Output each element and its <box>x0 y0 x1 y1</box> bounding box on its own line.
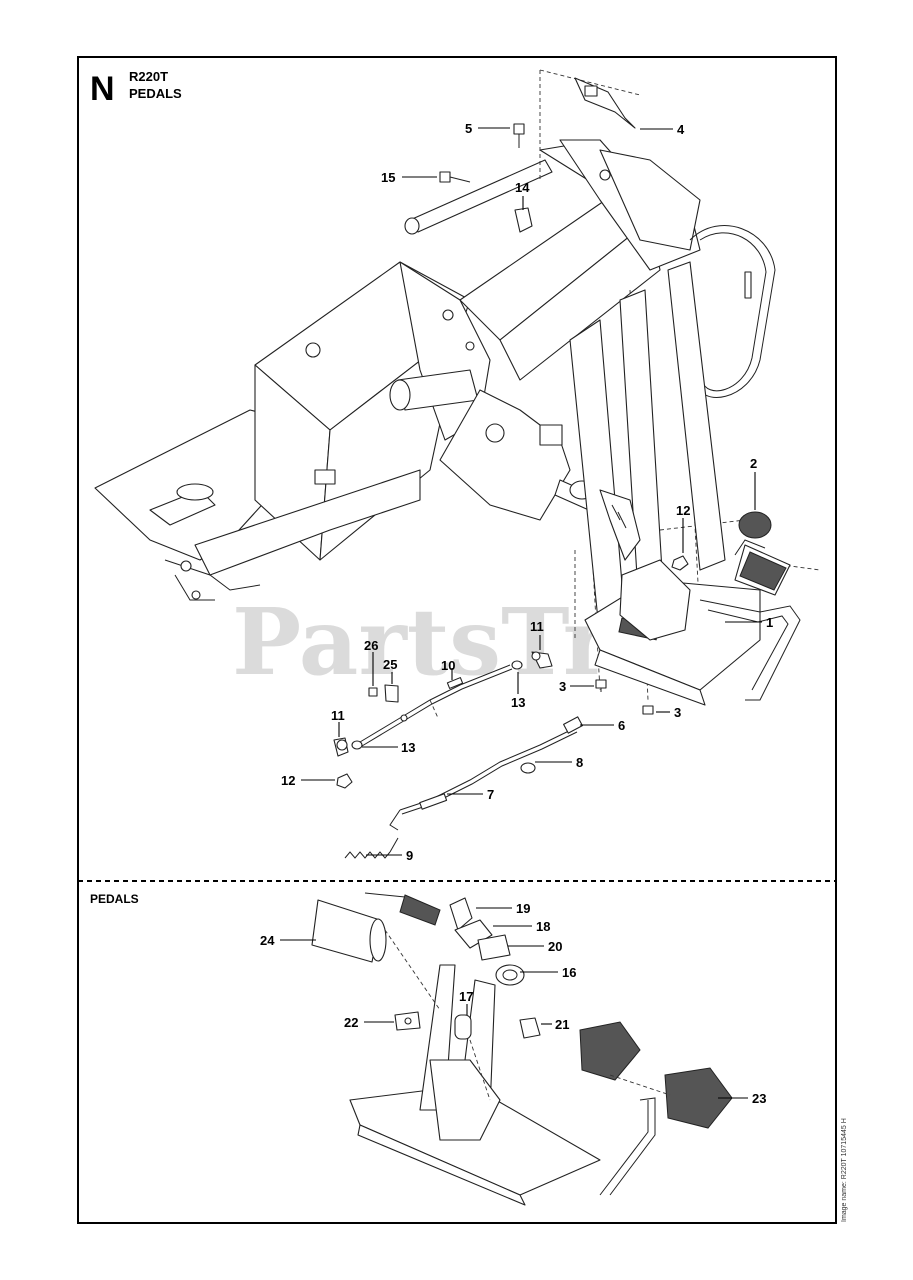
callout-24: 24 <box>260 933 275 948</box>
callout-5: 5 <box>465 121 472 136</box>
callout-3-right: 3 <box>674 705 681 720</box>
callout-20: 20 <box>548 939 562 954</box>
small-hardware <box>333 77 689 789</box>
callout-15: 15 <box>381 170 395 185</box>
callout-leaders <box>280 127 762 1099</box>
callout-23: 23 <box>752 1091 766 1106</box>
callout-3-left: 3 <box>559 679 566 694</box>
callout-25: 25 <box>383 657 397 672</box>
callout-numbers: 5 4 15 14 2 12 1 11 26 25 10 3 13 3 11 1… <box>260 121 773 1106</box>
callout-17: 17 <box>459 989 473 1004</box>
callout-1: 1 <box>766 615 773 630</box>
callout-13-upper: 13 <box>511 695 525 710</box>
pedal-arm-assembly <box>569 261 726 641</box>
lower-section-title: PEDALS <box>90 892 139 906</box>
image-name-label: Image name: R220T 10715445 H <box>841 1118 848 1222</box>
callout-10: 10 <box>441 658 455 673</box>
callout-2: 2 <box>750 456 757 471</box>
callout-9: 9 <box>406 848 413 863</box>
model-name: R220T <box>129 69 168 84</box>
callout-11-upper: 11 <box>530 619 544 634</box>
cables <box>344 664 583 859</box>
section-letter: N <box>90 70 115 108</box>
callout-16: 16 <box>562 965 576 980</box>
callout-21: 21 <box>555 1017 569 1032</box>
callout-19: 19 <box>516 901 530 916</box>
diagram-title: PEDALS <box>129 86 182 101</box>
callout-26: 26 <box>364 638 378 653</box>
callout-22: 22 <box>344 1015 358 1030</box>
callout-7: 7 <box>487 787 494 802</box>
callout-4: 4 <box>677 122 685 137</box>
callout-6: 6 <box>618 718 625 733</box>
callout-8: 8 <box>576 755 583 770</box>
pedal-detail-illustration <box>311 892 733 1206</box>
callout-13-lower: 13 <box>401 740 415 755</box>
callout-14: 14 <box>515 180 530 195</box>
pedal-base-plate <box>584 511 801 706</box>
callout-11-lower: 11 <box>331 708 345 723</box>
callout-12-upper: 12 <box>676 503 690 518</box>
chassis-frame-illustration <box>94 139 776 601</box>
diagram-frame <box>77 56 837 1224</box>
callout-18: 18 <box>536 919 550 934</box>
callout-12-lower: 12 <box>281 773 295 788</box>
